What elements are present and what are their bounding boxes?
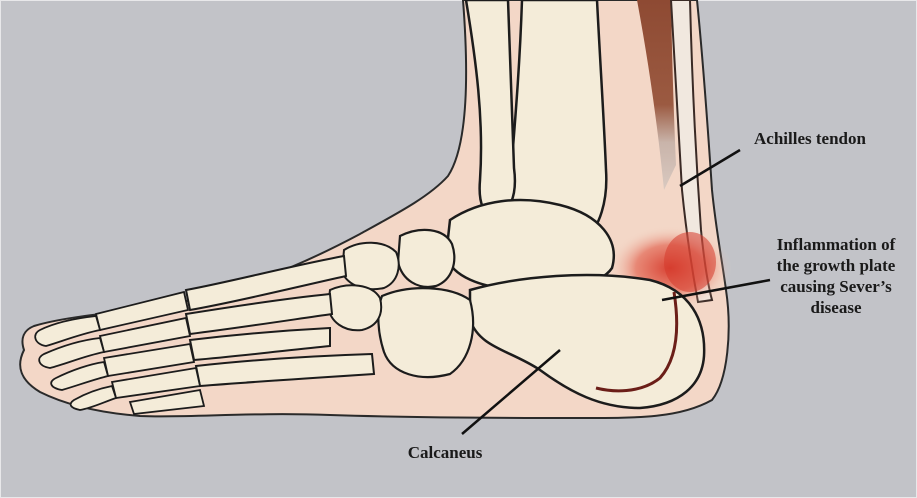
achilles-tendon-label: Achilles tendon xyxy=(735,128,885,149)
navicular-bone xyxy=(398,230,454,287)
calcaneus-label: Calcaneus xyxy=(385,442,505,463)
inflammation-label-line-1: Inflammation of xyxy=(755,234,917,255)
inflammation-glow-core xyxy=(664,232,716,292)
inflammation-label-line-2: the growth plate xyxy=(755,255,917,276)
cuboid-bone xyxy=(378,288,473,377)
cuneiform-bone-1 xyxy=(342,243,399,289)
cuneiform-bone-2 xyxy=(328,285,381,330)
inflammation-label: Inflammation of the growth plate causing… xyxy=(755,234,917,318)
inflammation-label-line-3: causing Sever’s xyxy=(755,276,917,297)
inflammation-label-line-4: disease xyxy=(755,297,917,318)
